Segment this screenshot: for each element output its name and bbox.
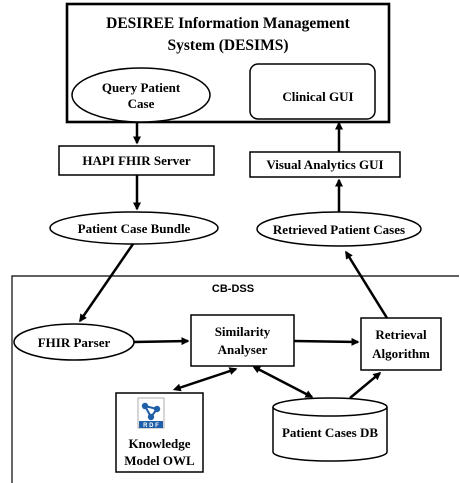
clinical-gui-label: Clinical GUI: [282, 89, 353, 104]
retrieval-line2: Algorithm: [372, 346, 430, 361]
similarity-line1: Similarity: [215, 324, 271, 339]
patient-case-bundle-label: Patient Case Bundle: [78, 221, 191, 236]
similarity-analyser-node: Similarity Analyser: [190, 314, 295, 367]
desims-title-line1: DESIREE Information Management: [106, 15, 351, 32]
patient-cases-db-top: [272, 397, 388, 417]
similarity-analyser-rect: [190, 314, 295, 367]
edge-similarity-to-retrieval: [293, 337, 360, 346]
query-line1: Query Patient: [102, 80, 181, 95]
patient-cases-db-label: Patient Cases DB: [282, 425, 378, 440]
patient-cases-db-body: [272, 407, 388, 462]
visual-analytics-gui-label: Visual Analytics GUI: [266, 157, 383, 172]
query-patient-case-node: Query Patient Case: [71, 67, 211, 123]
edge-similarity-db: [252, 366, 314, 399]
edge-knowledge-similarity: [172, 367, 238, 392]
retrieved-patient-cases-node: Retrieved Patient Cases: [256, 211, 422, 247]
clinical-gui-node: Clinical GUI: [249, 63, 376, 120]
edge-db-to-retrieval: [349, 372, 382, 399]
cb-dss-title: CB-DSS: [212, 283, 254, 295]
visual-analytics-gui-node: Visual Analytics GUI: [249, 151, 401, 178]
query-patient-case-ellipse: [71, 67, 211, 123]
fhir-parser-node: FHIR Parser: [13, 323, 135, 361]
cb-dss-border: [11, 275, 459, 483]
retrieval-algorithm-rect: [360, 317, 442, 371]
rdf-logo: R D F: [137, 397, 165, 429]
retrieval-algorithm-node: Retrieval Algorithm: [360, 317, 442, 371]
edge-bundle-to-parser: [78, 243, 135, 323]
edges: [78, 121, 389, 399]
desims-title-line2: System (DESIMS): [168, 37, 289, 54]
rdf-logo-node-1: [141, 402, 149, 410]
knowledge-model-owl-node: R D F Knowledge Model OWL: [115, 392, 204, 473]
clinical-gui-rect: [249, 63, 376, 120]
knowledge-line1: Knowledge: [128, 436, 190, 451]
rdf-logo-band: [139, 421, 163, 428]
visual-analytics-gui-rect: [249, 151, 401, 178]
cb-dss-container: CB-DSS: [11, 275, 459, 483]
rdf-logo-node-3: [147, 413, 155, 421]
patient-cases-db-node: Patient Cases DB: [272, 397, 388, 462]
edge-retrieval-to-retrieved: [344, 250, 389, 319]
fhir-parser-label: FHIR Parser: [38, 335, 111, 350]
rdf-logo-text: R D F: [143, 423, 159, 429]
patient-case-bundle-ellipse: [49, 211, 219, 245]
retrieved-patient-cases-label: Retrieved Patient Cases: [273, 222, 405, 237]
rdf-logo-node-2: [153, 405, 161, 413]
hapi-fhir-server-rect: [58, 145, 215, 176]
query-line2: Case: [128, 96, 155, 111]
edge-parser-to-similarity: [133, 337, 190, 346]
similarity-line2: Analyser: [218, 342, 268, 357]
patient-case-bundle-node: Patient Case Bundle: [49, 211, 219, 245]
hapi-fhir-server-node: HAPI FHIR Server: [58, 145, 215, 176]
knowledge-line2: Model OWL: [124, 453, 195, 468]
retrieval-line1: Retrieval: [375, 327, 427, 342]
desims-box: DESIREE Information Management System (D…: [65, 2, 391, 124]
hapi-fhir-server-label: HAPI FHIR Server: [82, 153, 191, 168]
